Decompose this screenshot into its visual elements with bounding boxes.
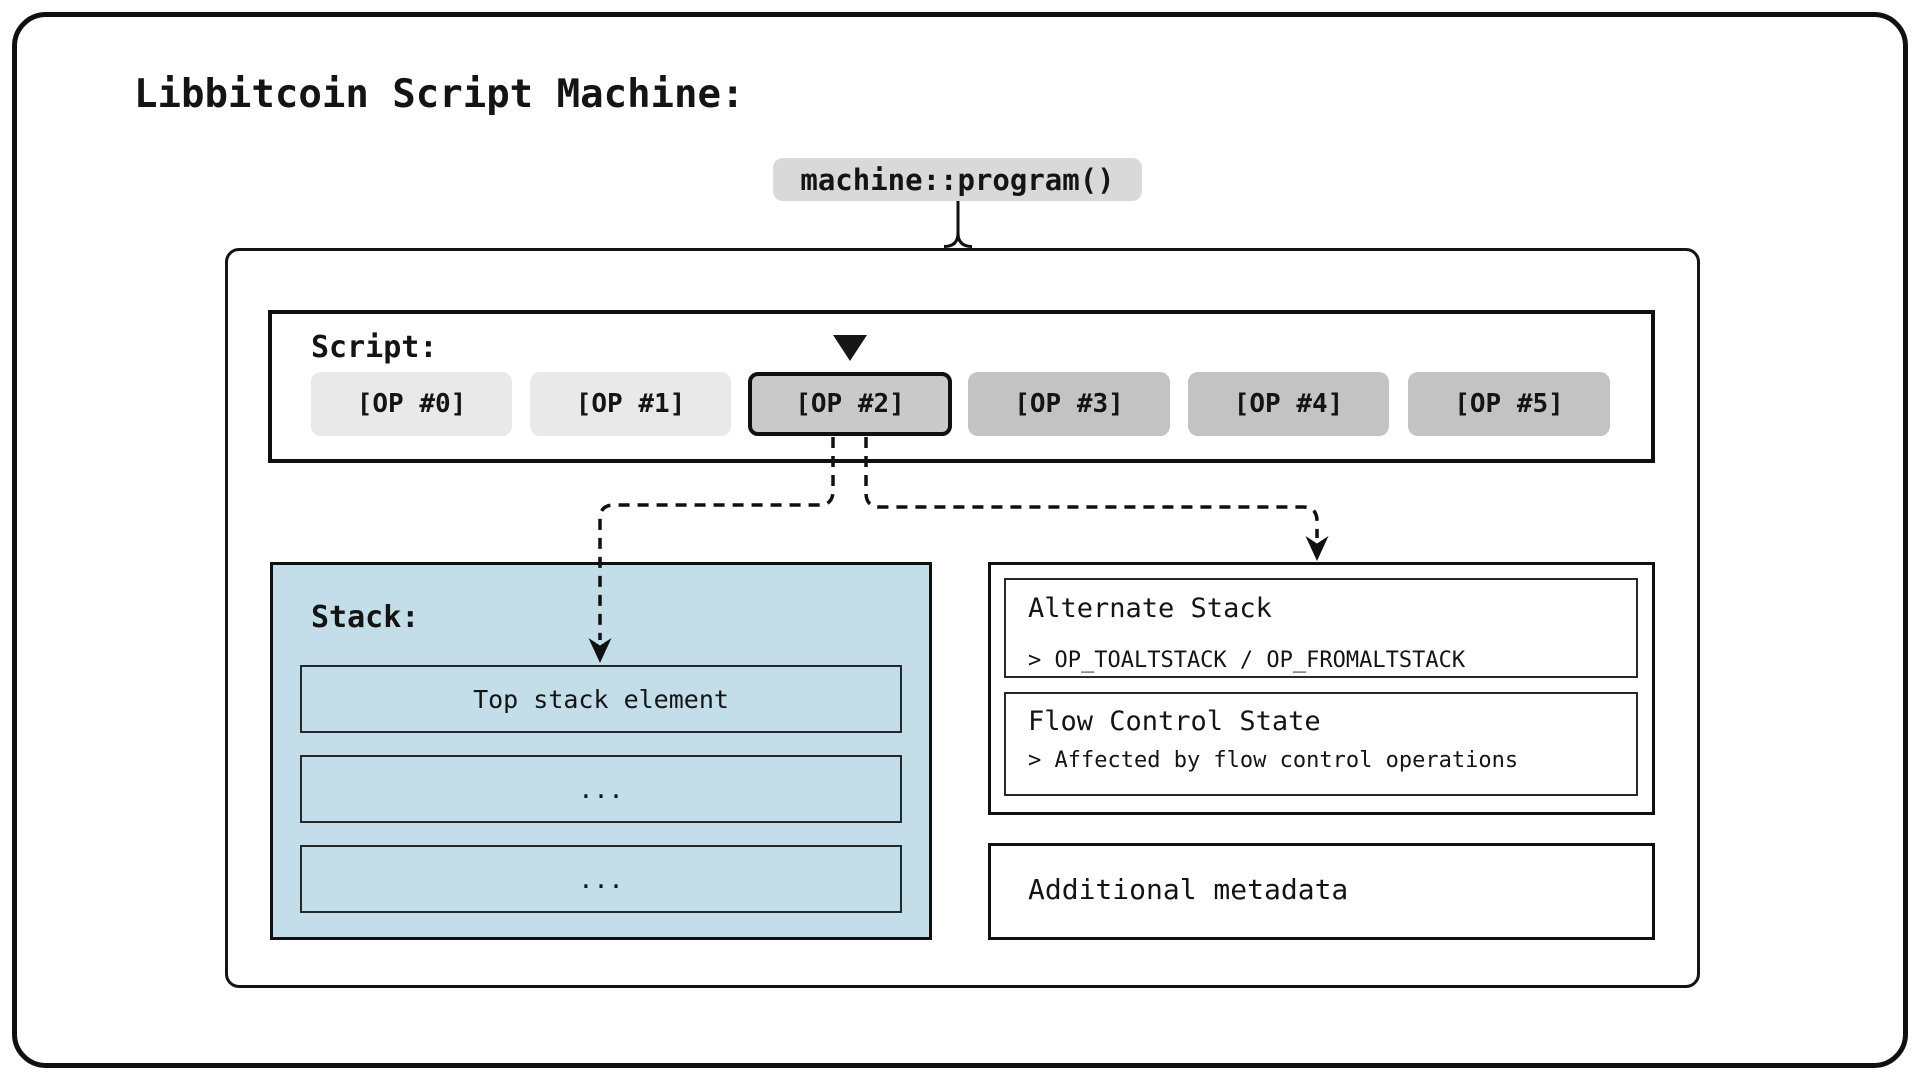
flow-control-title: Flow Control State	[1028, 706, 1321, 737]
metadata-title: Additional metadata	[1028, 873, 1349, 906]
op-chip-3: [OP #3]	[968, 372, 1170, 436]
op-chip-5: [OP #5]	[1408, 372, 1610, 436]
alternate-stack-box	[1004, 578, 1638, 678]
script-panel-label: Script:	[311, 330, 438, 365]
flow-control-subtitle: > Affected by flow control operations	[1028, 748, 1519, 773]
flow-control-box	[1004, 692, 1638, 796]
metadata-panel	[988, 843, 1655, 940]
program-function-label: machine::program()	[773, 158, 1142, 201]
stack-panel-label: Stack:	[311, 600, 420, 635]
op-chip-2-current: [OP #2]	[748, 372, 952, 436]
op-chip-4: [OP #4]	[1188, 372, 1389, 436]
stack-element-ellipsis-2: ...	[300, 845, 902, 913]
page-title: Libbitcoin Script Machine:	[134, 72, 745, 117]
alternate-stack-title: Alternate Stack	[1028, 593, 1272, 624]
op-chip-1: [OP #1]	[530, 372, 731, 436]
op-chip-0: [OP #0]	[311, 372, 512, 436]
alternate-stack-subtitle: > OP_TOALTSTACK / OP_FROMALTSTACK	[1028, 648, 1466, 673]
stack-element-ellipsis-1: ...	[300, 755, 902, 823]
stack-element-top: Top stack element	[300, 665, 902, 733]
